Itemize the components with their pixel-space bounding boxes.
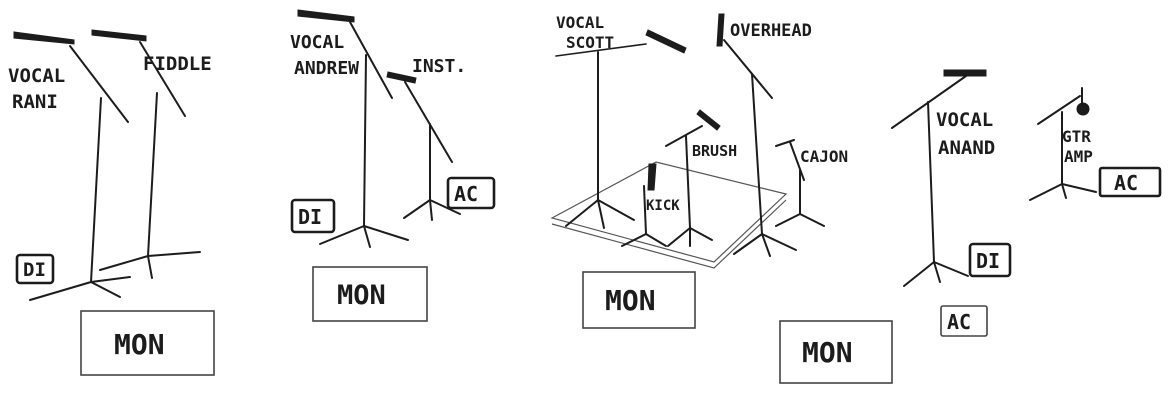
- inst-mic-stand: [386, 71, 461, 221]
- microphone-icon: [13, 31, 75, 45]
- section-andrew: VOCAL ANDREW INST. DI AC MON: [290, 9, 496, 322]
- monitor-wedge: [312, 266, 428, 322]
- microphone-icon: [696, 109, 721, 131]
- overhead-label: OVERHEAD: [730, 21, 812, 41]
- di-label: DI: [976, 249, 1000, 273]
- section-scott-drums: VOCAL SCOTT OVERHEAD BRUSH: [550, 13, 848, 329]
- inst-label: INST.: [412, 56, 466, 77]
- monitor-wedge: [779, 320, 893, 384]
- section-anand: VOCAL ANAND DI AC GTR AMP AC MON: [779, 69, 1162, 384]
- amp-label-line2: AMP: [1064, 147, 1093, 166]
- microphone-icon: [943, 69, 987, 77]
- monitor-label: MON: [605, 284, 656, 317]
- fiddle-mic-stand: [91, 29, 201, 279]
- microphone-icon: [645, 29, 687, 54]
- monitor-wedge: [582, 271, 696, 329]
- amp-ac-box: [1098, 166, 1162, 198]
- overhead-mic-stand: [716, 13, 797, 257]
- ac-box: [446, 176, 496, 210]
- microphone-icon: [716, 13, 725, 47]
- monitor-label: MON: [337, 280, 386, 311]
- monitor-label: MON: [802, 336, 853, 369]
- cajon-label: CAJON: [800, 147, 848, 166]
- amp-label-line1: GTR: [1062, 127, 1091, 146]
- di-label: DI: [23, 259, 46, 281]
- amp-microphone-icon: [1076, 102, 1090, 116]
- microphone-icon: [647, 163, 657, 191]
- di-label: DI: [298, 205, 322, 229]
- ac-label: AC: [947, 310, 971, 334]
- ac-label: AC: [454, 182, 478, 206]
- microphone-icon: [91, 29, 147, 42]
- vocal-label-rani-line1: VOCAL: [8, 65, 65, 87]
- vocal-label-andrew-line2: ANDREW: [294, 58, 359, 79]
- monitor-label: MON: [114, 328, 165, 361]
- vocal-mic-stand-andrew: [297, 9, 409, 248]
- vocal-label-anand-line1: VOCAL: [936, 109, 993, 131]
- ac-box: [940, 305, 988, 337]
- di-box: [15, 253, 55, 285]
- kick-label: KICK: [646, 198, 680, 214]
- monitor-wedge: [80, 310, 215, 376]
- drum-riser: [550, 161, 788, 263]
- vocal-label-scott-line1: VOCAL: [556, 13, 604, 32]
- brush-mic-stand: [665, 109, 721, 247]
- amp-ac-label: AC: [1114, 171, 1138, 195]
- vocal-label-scott-line2: SCOTT: [566, 33, 614, 52]
- vocal-mic-stand-scott: [555, 29, 687, 229]
- inst-label-fiddle: FIDDLE: [143, 53, 212, 75]
- vocal-label-anand-line2: ANAND: [938, 137, 995, 159]
- microphone-icon: [386, 71, 417, 84]
- di-box: [968, 242, 1012, 278]
- vocal-mic-stand-rani: [13, 31, 131, 301]
- microphone-icon: [297, 9, 355, 23]
- di-box: [290, 198, 336, 234]
- vocal-mic-stand-anand: [891, 69, 987, 287]
- brush-label: BRUSH: [692, 142, 737, 160]
- vocal-label-andrew-line1: VOCAL: [290, 32, 344, 53]
- section-rani: VOCAL RANI FIDDLE DI MON: [8, 29, 215, 376]
- kick-mic-stand: [621, 163, 667, 247]
- cajon-mic-stand: [775, 139, 825, 227]
- vocal-label-rani-line2: RANI: [12, 91, 58, 113]
- gtr-amp-mic-stand: [1029, 87, 1097, 201]
